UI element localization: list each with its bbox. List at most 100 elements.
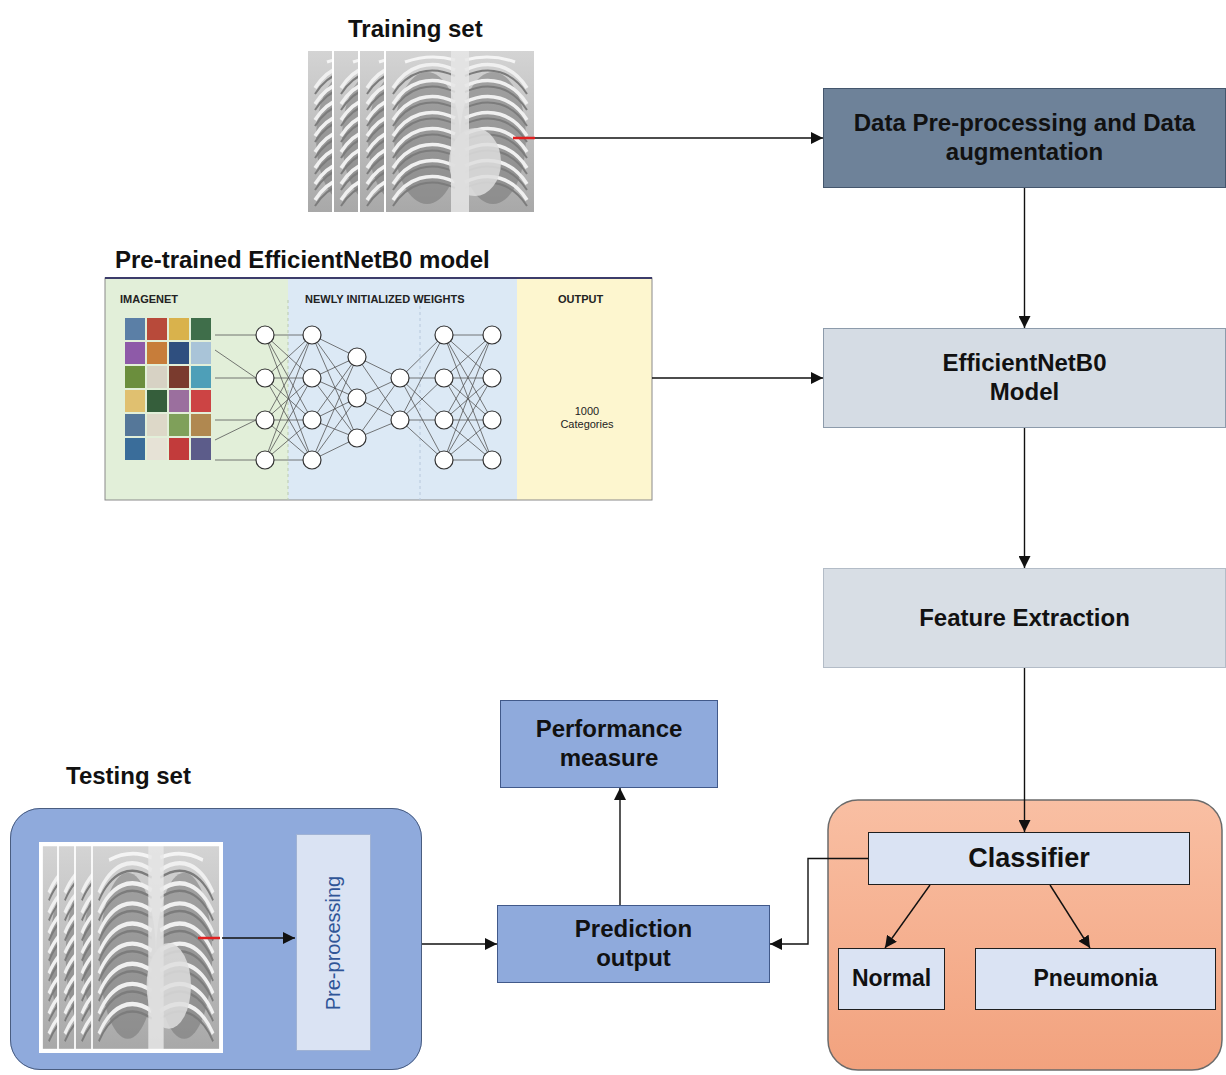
- marker-line: [513, 137, 535, 140]
- xray-stack: [307, 50, 535, 213]
- heading: Pre-trained EfficientNetB0 model: [115, 247, 490, 273]
- marker-line: [198, 937, 220, 940]
- image-grid: [191, 414, 211, 436]
- class-box: Normal: [838, 948, 945, 1010]
- classifier-panel: [828, 800, 1222, 1070]
- arrow-connector: [619, 788, 620, 905]
- box-label: Pre-processing: [322, 875, 346, 1010]
- image-grid: [169, 438, 189, 460]
- process-box: Data Pre-processing and Data augmentatio…: [823, 88, 1226, 188]
- arrow-connector: [652, 377, 823, 378]
- image-grid: [191, 390, 211, 412]
- figure-label: NEWLY INITIALIZED WEIGHTS: [305, 293, 465, 306]
- network-illustration: [517, 278, 652, 500]
- network-neurons: [256, 451, 274, 469]
- image-grid: [147, 438, 167, 460]
- network-illustration: [105, 278, 288, 500]
- figure-label: OUTPUT: [558, 293, 603, 306]
- box-label: Performance measure: [509, 715, 709, 773]
- image-grid: [147, 342, 167, 364]
- flow-arrow: [222, 937, 295, 938]
- network-neurons: [348, 429, 366, 447]
- image-grid: [191, 438, 211, 460]
- box-label: EfficientNetB0 Model: [915, 349, 1135, 407]
- image-grid: [147, 318, 167, 340]
- network-neurons: [303, 326, 321, 344]
- arrow-connector: [770, 859, 868, 945]
- figure-label: IMAGENET: [120, 293, 178, 306]
- network-neurons: [483, 411, 501, 429]
- network-neurons: [256, 326, 501, 469]
- heading: Testing set: [66, 763, 191, 789]
- box-label: Prediction output: [549, 915, 719, 973]
- network-neurons: [303, 411, 321, 429]
- class-box: Pneumonia: [975, 948, 1216, 1010]
- arrow-connector: [1050, 885, 1090, 948]
- image-grid: [169, 414, 189, 436]
- image-grid: [191, 318, 211, 340]
- arrow-connector: [422, 943, 497, 944]
- network-neurons: [483, 369, 501, 387]
- xray-stack: [385, 50, 535, 213]
- network-neurons: [483, 326, 501, 344]
- image-grid: [125, 414, 145, 436]
- network-links: [215, 335, 492, 460]
- network-illustration: [105, 278, 652, 500]
- arrow-connector: [1024, 428, 1025, 568]
- network-illustration: [288, 278, 517, 500]
- image-grid: [147, 390, 167, 412]
- network-neurons: [348, 389, 366, 407]
- network-neurons: [348, 348, 366, 366]
- figure-label: 1000 Categories: [552, 405, 622, 430]
- network-neurons: [256, 411, 274, 429]
- xray-stack: [42, 845, 220, 1050]
- image-grid: [125, 366, 145, 388]
- box-label: Pneumonia: [1034, 965, 1158, 993]
- image-grid: [125, 318, 145, 340]
- network-illustration: [105, 278, 652, 500]
- network-neurons: [435, 369, 453, 387]
- arrow-connector: [1024, 188, 1025, 328]
- heading: Training set: [348, 16, 483, 42]
- process-box: Performance measure: [500, 700, 718, 788]
- panel: Pre-processingTesting set: [10, 808, 422, 1070]
- network-neurons: [435, 326, 453, 344]
- panel-fill: [10, 808, 422, 1070]
- box-label: Data Pre-processing and Data augmentatio…: [852, 109, 1197, 167]
- arrow-connector: [885, 885, 930, 948]
- image-frame: [39, 842, 223, 1053]
- image-grid: [191, 342, 211, 364]
- image-grid: [147, 366, 167, 388]
- box-label: Classifier: [968, 842, 1090, 874]
- image-node: Training set: [307, 50, 535, 213]
- network-neurons: [256, 369, 274, 387]
- image-grid: [125, 342, 145, 364]
- image-grid: [169, 390, 189, 412]
- arrow-connector: [1024, 668, 1025, 832]
- model-illustration: Pre-trained EfficientNetB0 model: [105, 278, 652, 500]
- network-neurons: [483, 451, 501, 469]
- process-box: Feature Extraction: [823, 568, 1226, 668]
- network-neurons: [256, 326, 274, 344]
- classifier-box: Classifier: [868, 832, 1190, 885]
- process-box: Prediction output: [497, 905, 770, 983]
- image-grid: [191, 366, 211, 388]
- network-illustration: [420, 300, 421, 500]
- network-illustration: [105, 277, 652, 279]
- image-grid: [169, 318, 189, 340]
- network-neurons: [435, 411, 453, 429]
- image-grid: [125, 390, 145, 412]
- box-label: Normal: [852, 965, 931, 993]
- network-neurons: [303, 451, 321, 469]
- process-box: Pre-processing: [296, 834, 371, 1051]
- xray-stack: [92, 845, 220, 1050]
- process-box: EfficientNetB0 Model: [823, 328, 1226, 428]
- image-grid: [147, 414, 167, 436]
- box-label: Feature Extraction: [919, 604, 1130, 633]
- network-neurons: [303, 369, 321, 387]
- network-neurons: [391, 411, 409, 429]
- network-neurons: [435, 451, 453, 469]
- network-neurons: [391, 369, 409, 387]
- image-grid: [169, 366, 189, 388]
